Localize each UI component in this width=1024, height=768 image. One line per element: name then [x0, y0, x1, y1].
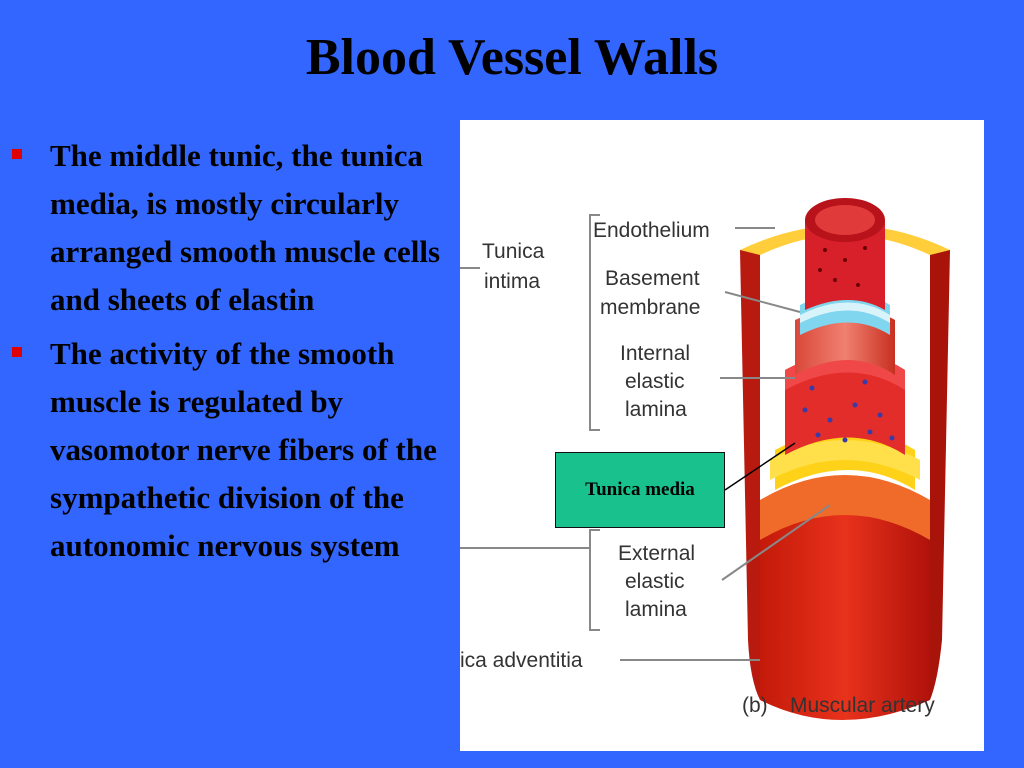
artery-outer-wall — [930, 250, 950, 700]
label-brackets — [460, 214, 831, 661]
label-endothelium: Endothelium — [593, 219, 710, 242]
caption-text: Muscular artery — [790, 694, 935, 717]
artery-outer-wall — [740, 250, 760, 700]
label-basement-membrane: Basement — [605, 267, 700, 290]
bullet-square-icon — [12, 149, 22, 159]
bullet-square-icon — [12, 347, 22, 357]
label-tunica-intima: Tunica — [482, 240, 545, 263]
label-internal-elastic-lamina: lamina — [625, 398, 687, 421]
external-elastic-lamina-layer — [770, 430, 920, 490]
caption-letter: (b) — [742, 694, 768, 717]
artery-figure: Tunica intima Endothelium Basement membr… — [460, 120, 984, 751]
bullet-item: The activity of the smooth muscle is reg… — [12, 330, 452, 570]
label-tunica-adventitia: ica adventitia — [460, 649, 583, 672]
page-title: Blood Vessel Walls — [305, 29, 719, 86]
bullet-item: The middle tunic, the tunica media, is m… — [12, 132, 452, 324]
label-external-elastic-lamina: elastic — [625, 570, 685, 593]
label-external-elastic-lamina: External — [618, 542, 695, 565]
callout-pointer — [724, 442, 796, 491]
label-external-elastic-lamina: lamina — [625, 598, 687, 621]
label-basement-membrane: membrane — [600, 296, 700, 319]
bullet-list: The middle tunic, the tunica media, is m… — [12, 132, 452, 576]
bullet-text: The middle tunic, the tunica media, is m… — [50, 138, 441, 317]
artery-illustration: Tunica intima Endothelium Basement membr… — [460, 198, 950, 720]
label-internal-elastic-lamina: elastic — [625, 370, 685, 393]
artery-cut-rim — [740, 225, 950, 255]
tunica-adventitia-layer — [760, 475, 930, 720]
label-internal-elastic-lamina: Internal — [620, 342, 690, 365]
endothelium-layer — [805, 198, 885, 310]
tunica-media-callout: Tunica media — [555, 452, 725, 528]
label-tunica-intima: intima — [484, 270, 540, 293]
bullet-text: The activity of the smooth muscle is reg… — [50, 336, 437, 563]
